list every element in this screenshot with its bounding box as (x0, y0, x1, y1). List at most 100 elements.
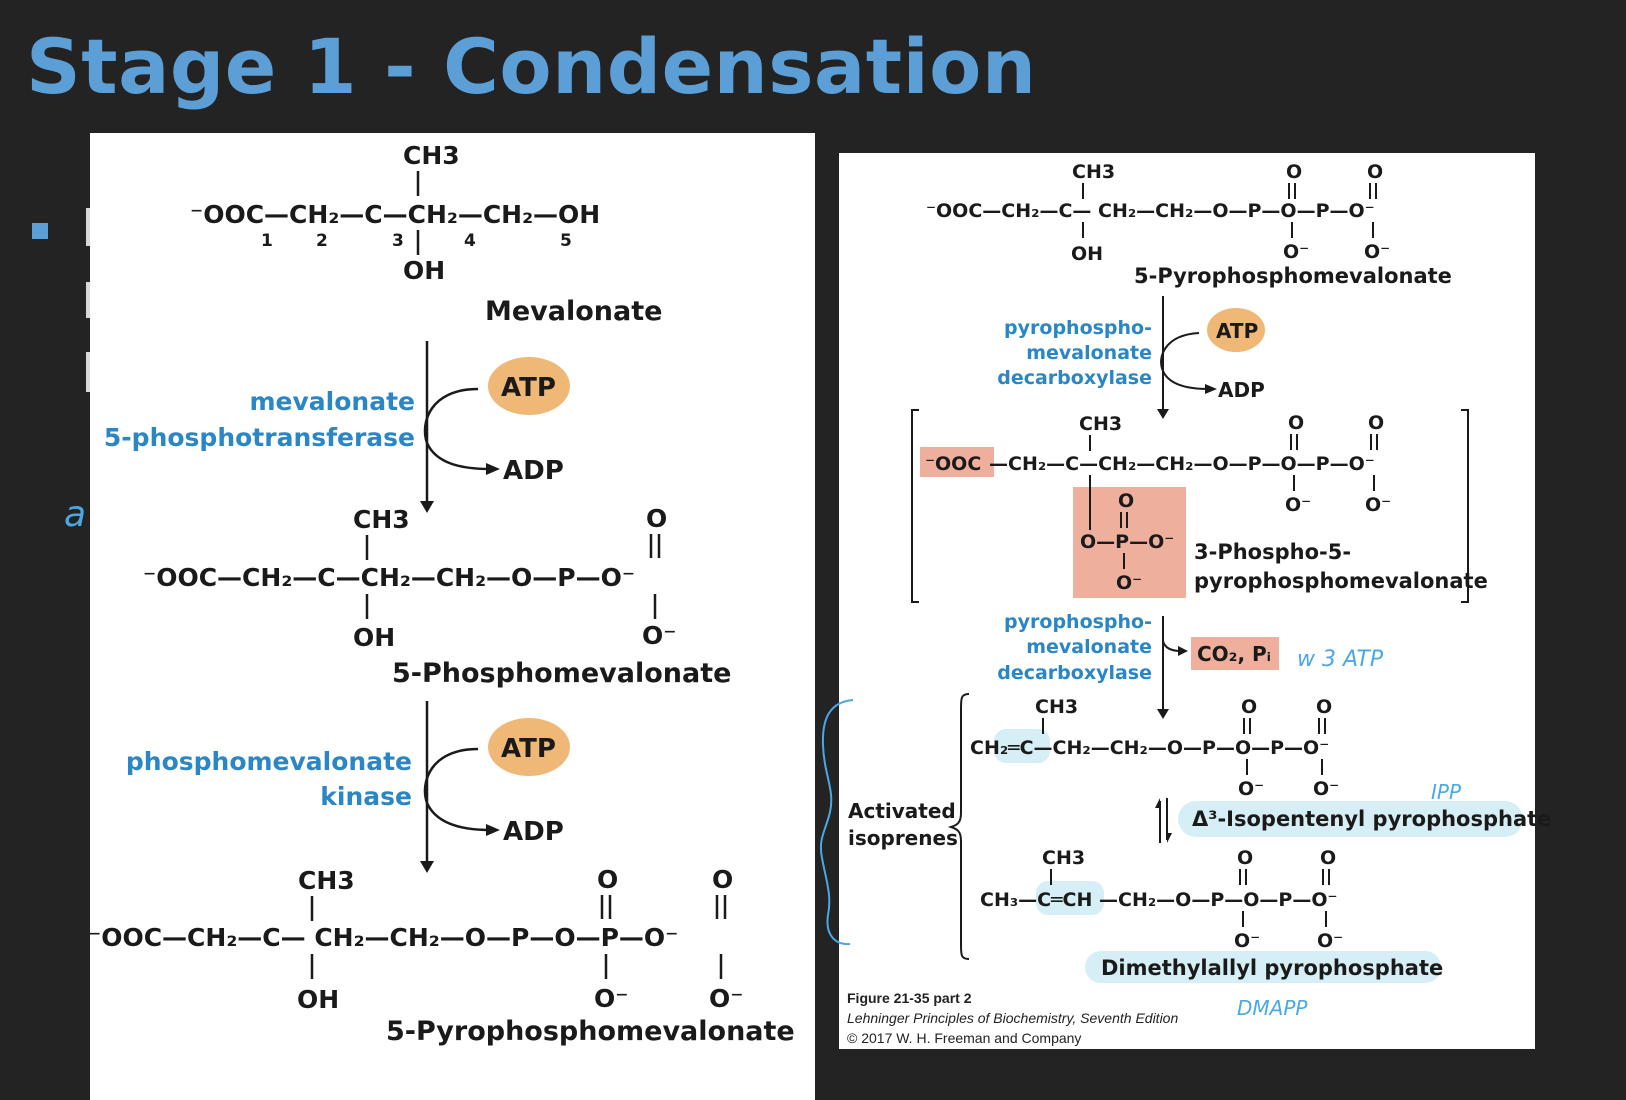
ipp-chain: CH₂═C—CH₂—CH₂—O—P—O—P—O⁻ (970, 737, 1329, 759)
co2-highlight (1191, 637, 1279, 670)
arrowhead (420, 501, 434, 513)
dmapp-o1: O (1237, 847, 1253, 869)
arrowhead (1178, 646, 1188, 656)
arrowhead (486, 824, 500, 836)
pyro-chain: ⁻OOC—CH₂—C— CH₂—CH₂—O—P—O—P—O⁻ (926, 200, 1375, 222)
dmapp-chain: CH₃—C═CH —CH₂—O—P—O—P—O⁻ (980, 889, 1338, 911)
ipp-ob2: O⁻ (1313, 778, 1339, 800)
isoprene-brace (947, 693, 970, 960)
pyro-ob2: O⁻ (1364, 241, 1390, 263)
pyro-o-top1: O (597, 865, 618, 894)
activated-label: isoprenes (848, 826, 958, 850)
atp-bubble (1207, 308, 1265, 352)
atp-bubble (488, 718, 570, 776)
intermediate-ob2: O⁻ (1365, 494, 1391, 516)
pyro-name: 5-Pyrophosphomevalonate (1134, 264, 1452, 288)
copyright-caption: © 2017 W. H. Freeman and Company (847, 1030, 1081, 1046)
phosphomev-oh: OH (353, 623, 395, 652)
mevalonate-oh: OH (403, 256, 445, 285)
pyro-o-bottom2: O⁻ (709, 984, 743, 1013)
cofactor-curve (423, 387, 491, 471)
ipp-name: Δ³-Isopentenyl pyrophosphate (1192, 807, 1551, 831)
arrowhead (486, 463, 500, 475)
double-bond-highlight (1036, 881, 1104, 915)
phosphate-highlight (1073, 487, 1186, 598)
enzyme-label: mevalonate (1026, 342, 1152, 364)
intermediate-ooc: ⁻OOC (925, 453, 981, 475)
ipp-ch3: CH3 (1035, 696, 1078, 718)
bullet-marker (32, 223, 48, 239)
enzyme-label: decarboxylase (997, 367, 1152, 389)
mevalonate-chain: ⁻OOC—CH₂—C—CH₂—CH₂—OH (190, 200, 600, 229)
activated-label: Activated (848, 799, 956, 823)
intermediate-o2: O (1368, 412, 1384, 434)
book-caption: Lehninger Principles of Biochemistry, Se… (847, 1010, 1178, 1026)
intermediate-o1: O (1288, 412, 1304, 434)
phosphate-row: O—P—O⁻ (1080, 531, 1174, 553)
ooc-highlight (920, 447, 994, 477)
enzyme-label: decarboxylase (997, 662, 1152, 684)
pyro-name: 5-Pyrophosphomevalonate (386, 1016, 795, 1047)
carbon-number-1: 1 (261, 231, 273, 251)
phosphomev-o-top: O (646, 504, 667, 533)
enzyme-label: pyrophospho- (1004, 611, 1152, 633)
arrowhead (1155, 798, 1160, 808)
pyro-chain: ⁻OOC—CH₂—C— CH₂—CH₂—O—P—O—P—O⁻ (88, 923, 678, 952)
intermediate-chain: —CH₂—C—CH₂—CH₂—O—P—O—P—O⁻ (989, 453, 1375, 475)
handwritten-atp-note: w 3 ATP (1297, 647, 1384, 672)
atp-bubble (488, 357, 570, 415)
arrowhead (1167, 833, 1172, 843)
enzyme-label: mevalonate (250, 387, 416, 416)
ipp-ob1: O⁻ (1238, 778, 1264, 800)
pyro-ch3: CH3 (1072, 161, 1115, 183)
phosphomev-chain: ⁻OOC—CH₂—C—CH₂—CH₂—O—P—O⁻ (143, 563, 635, 592)
adp-label: ADP (503, 456, 564, 486)
arrowhead (1157, 409, 1169, 419)
adp-label: ADP (1218, 378, 1265, 402)
dmapp-ob1: O⁻ (1234, 930, 1260, 952)
enzyme-label: 5-phosphotransferase (104, 423, 415, 452)
enzyme-label: pyrophospho- (1004, 317, 1152, 339)
enzyme-label: mevalonate (1026, 636, 1152, 658)
phosphomev-name: 5-Phosphomevalonate (392, 658, 731, 689)
pyro-o1: O (1286, 161, 1302, 183)
carbon-number-3: 3 (392, 231, 404, 251)
handwritten-dmapp: DMAPP (1237, 996, 1308, 1020)
phosphomev-ch3: CH3 (353, 505, 410, 534)
cofactor-curve (1160, 332, 1210, 390)
arrowhead (420, 861, 434, 873)
pyro-oh: OH (297, 985, 339, 1014)
dmapp-ob2: O⁻ (1317, 930, 1343, 952)
cofactor-curve (423, 747, 491, 832)
adp-label: ADP (503, 817, 564, 847)
pyro-o2: O (1367, 161, 1383, 183)
left-pathway-diagram: CH3 ⁻OOC—CH₂—C—CH₂—CH₂—OH 1 2 3 4 5 OH M… (88, 141, 795, 1047)
double-bond-highlight (994, 729, 1050, 763)
intermediate-name: 3-Phospho-5- (1194, 540, 1351, 564)
carbon-number-5: 5 (560, 231, 572, 251)
left-reaction-panel: CH3 ⁻OOC—CH₂—C—CH₂—CH₂—OH 1 2 3 4 5 OH M… (88, 133, 815, 1100)
slide-title: Stage 1 - Condensation (26, 22, 1037, 111)
arrowhead (1157, 709, 1169, 719)
ipp-o2: O (1316, 696, 1332, 718)
intermediate-ch3: CH3 (1079, 413, 1122, 435)
atp-label: ATP (1216, 319, 1258, 343)
carbon-number-4: 4 (464, 231, 476, 251)
handwritten-a: a (64, 494, 87, 535)
bracket-left (911, 409, 919, 603)
phosphate-o-bottom: O⁻ (1116, 572, 1142, 594)
arrowhead (1205, 384, 1217, 394)
mevalonate-name: Mevalonate (485, 296, 662, 327)
atp-label: ATP (501, 373, 556, 403)
figure-caption: Figure 21-35 part 2 (847, 990, 972, 1006)
atp-label: ATP (501, 734, 556, 764)
carbon-number-2: 2 (316, 231, 328, 251)
ipp-name-highlight (1178, 801, 1523, 837)
pyro-o-bottom1: O⁻ (594, 984, 628, 1013)
enzyme-label: phosphomevalonate (126, 747, 412, 776)
pyro-o-top2: O (712, 865, 733, 894)
dmapp-ch3: CH3 (1042, 847, 1085, 869)
dmapp-name: Dimethylallyl pyrophosphate (1101, 956, 1443, 980)
intermediate-name: pyrophosphomevalonate (1194, 569, 1488, 593)
dmapp-name-highlight (1085, 951, 1441, 983)
